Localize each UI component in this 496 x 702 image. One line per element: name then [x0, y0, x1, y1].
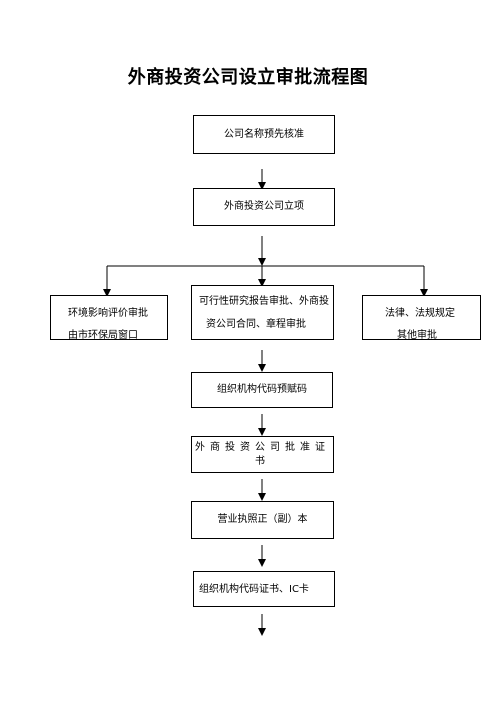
- step-feasibility-review-line2: 资公司合同、章程审批: [206, 319, 306, 330]
- step-business-license-label: 营业执照正（副）本: [217, 514, 308, 525]
- step-org-code-certificate: 组织机构代码证书、IC卡: [193, 571, 335, 607]
- step-feasibility-review: 可行性研究报告审批、外商投 资公司合同、章程审批: [191, 285, 334, 340]
- step-env-assessment-line2: 由市环保局窗口: [68, 330, 138, 340]
- step-org-code-preassign-label: 组织机构代码预赋码: [217, 384, 307, 395]
- step-org-code-preassign: 组织机构代码预赋码: [191, 372, 333, 408]
- step-env-assessment: 环境影响评价审批 由市环保局窗口: [50, 295, 168, 340]
- page-title: 外商投资公司设立审批流程图: [127, 67, 369, 88]
- step-project-approval: 外商投资公司立项: [193, 188, 335, 226]
- step-business-license: 营业执照正（副）本: [191, 501, 334, 539]
- step-legal-approval: 法律、法规规定 其他审批: [362, 295, 481, 340]
- step-approval-certificate-label: 外商投资公司批准证书: [195, 441, 330, 467]
- step-feasibility-review-line1: 可行性研究报告审批、外商投: [199, 296, 329, 307]
- step-legal-approval-line2: 其他审批: [397, 330, 437, 340]
- step-env-assessment-line1: 环境影响评价审批: [68, 308, 148, 319]
- step-name-precheck-label: 公司名称预先核准: [224, 128, 304, 140]
- step-project-approval-label: 外商投资公司立项: [224, 201, 304, 212]
- step-approval-certificate: 外商投资公司批准证书: [191, 436, 334, 473]
- step-legal-approval-line1: 法律、法规规定: [385, 308, 455, 319]
- step-org-code-certificate-label: 组织机构代码证书、IC卡: [199, 584, 309, 595]
- step-name-precheck: 公司名称预先核准: [193, 115, 335, 154]
